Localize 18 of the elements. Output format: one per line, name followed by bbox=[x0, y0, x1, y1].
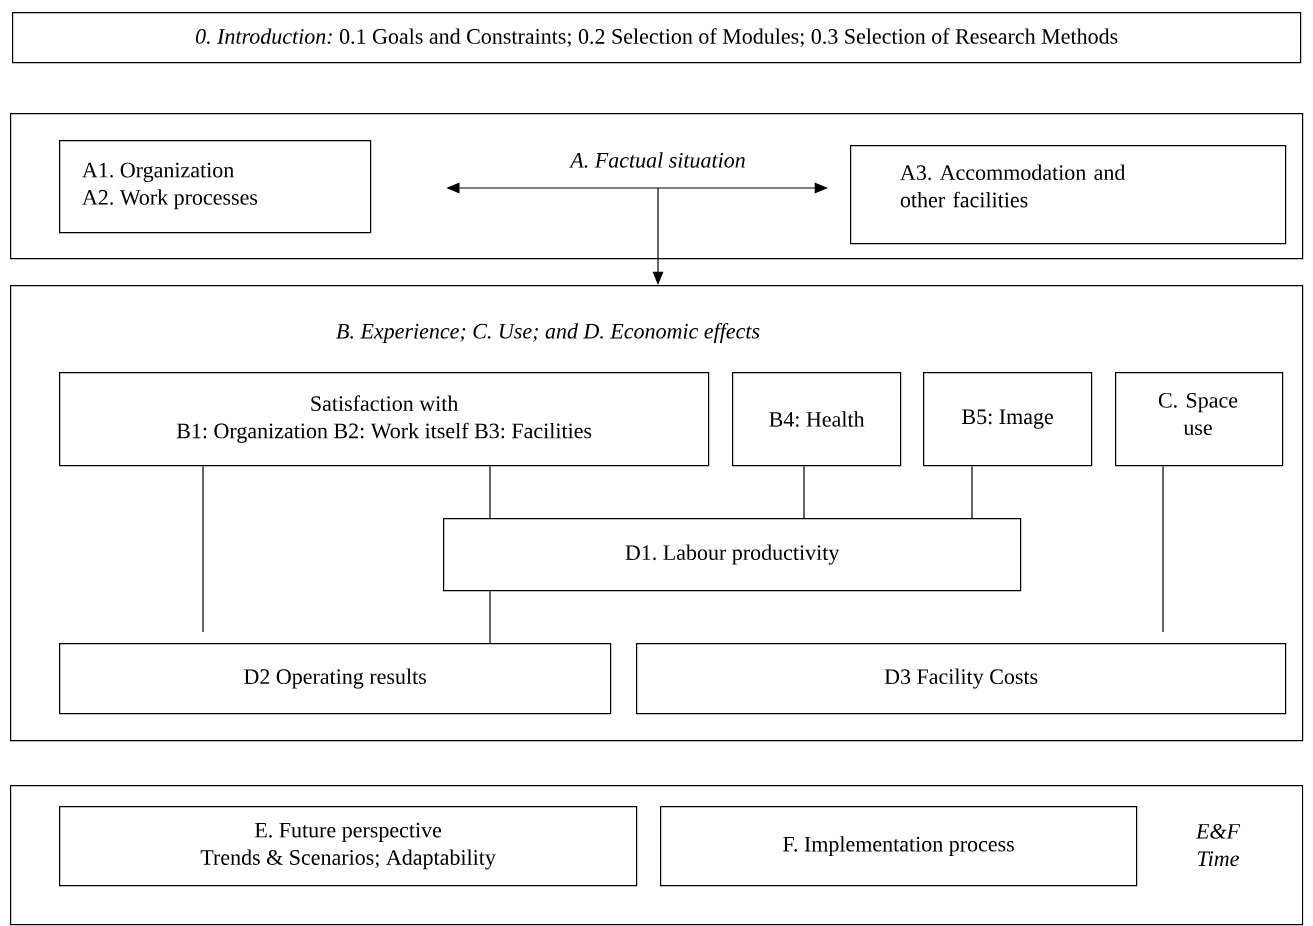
connector-line bbox=[202, 465, 204, 633]
connector-line bbox=[971, 465, 973, 519]
module-box: D2 Operating results bbox=[59, 643, 612, 715]
module-box: A1. Organization A2. Work processes bbox=[59, 140, 372, 234]
intro-box: 0. Introduction: 0.1 Goals and Constraints; 0.2 Selection of Modules; 0.3 Selection of Research Methods bbox=[12, 12, 1302, 64]
module-box: B5: Image bbox=[923, 372, 1093, 467]
module-box: Satisfaction with B1: Organization B2: Work itself B3: Facilities bbox=[59, 372, 710, 467]
connector-line bbox=[489, 465, 491, 519]
module-box: E. Future perspective Trends & Scenarios; Adaptability bbox=[59, 806, 638, 887]
connector-line bbox=[489, 590, 491, 644]
module-box: D3 Facility Costs bbox=[636, 643, 1287, 715]
connector-line bbox=[803, 465, 805, 519]
module-box: D1. Labour productivity bbox=[443, 518, 1022, 592]
module-box: F. Implementation process bbox=[660, 806, 1138, 887]
module-box: C. Space use bbox=[1115, 372, 1284, 467]
connector-line bbox=[1162, 465, 1164, 633]
module-box: A3. Accommodation and other facilities bbox=[850, 145, 1287, 245]
module-box: B4: Health bbox=[732, 372, 902, 467]
